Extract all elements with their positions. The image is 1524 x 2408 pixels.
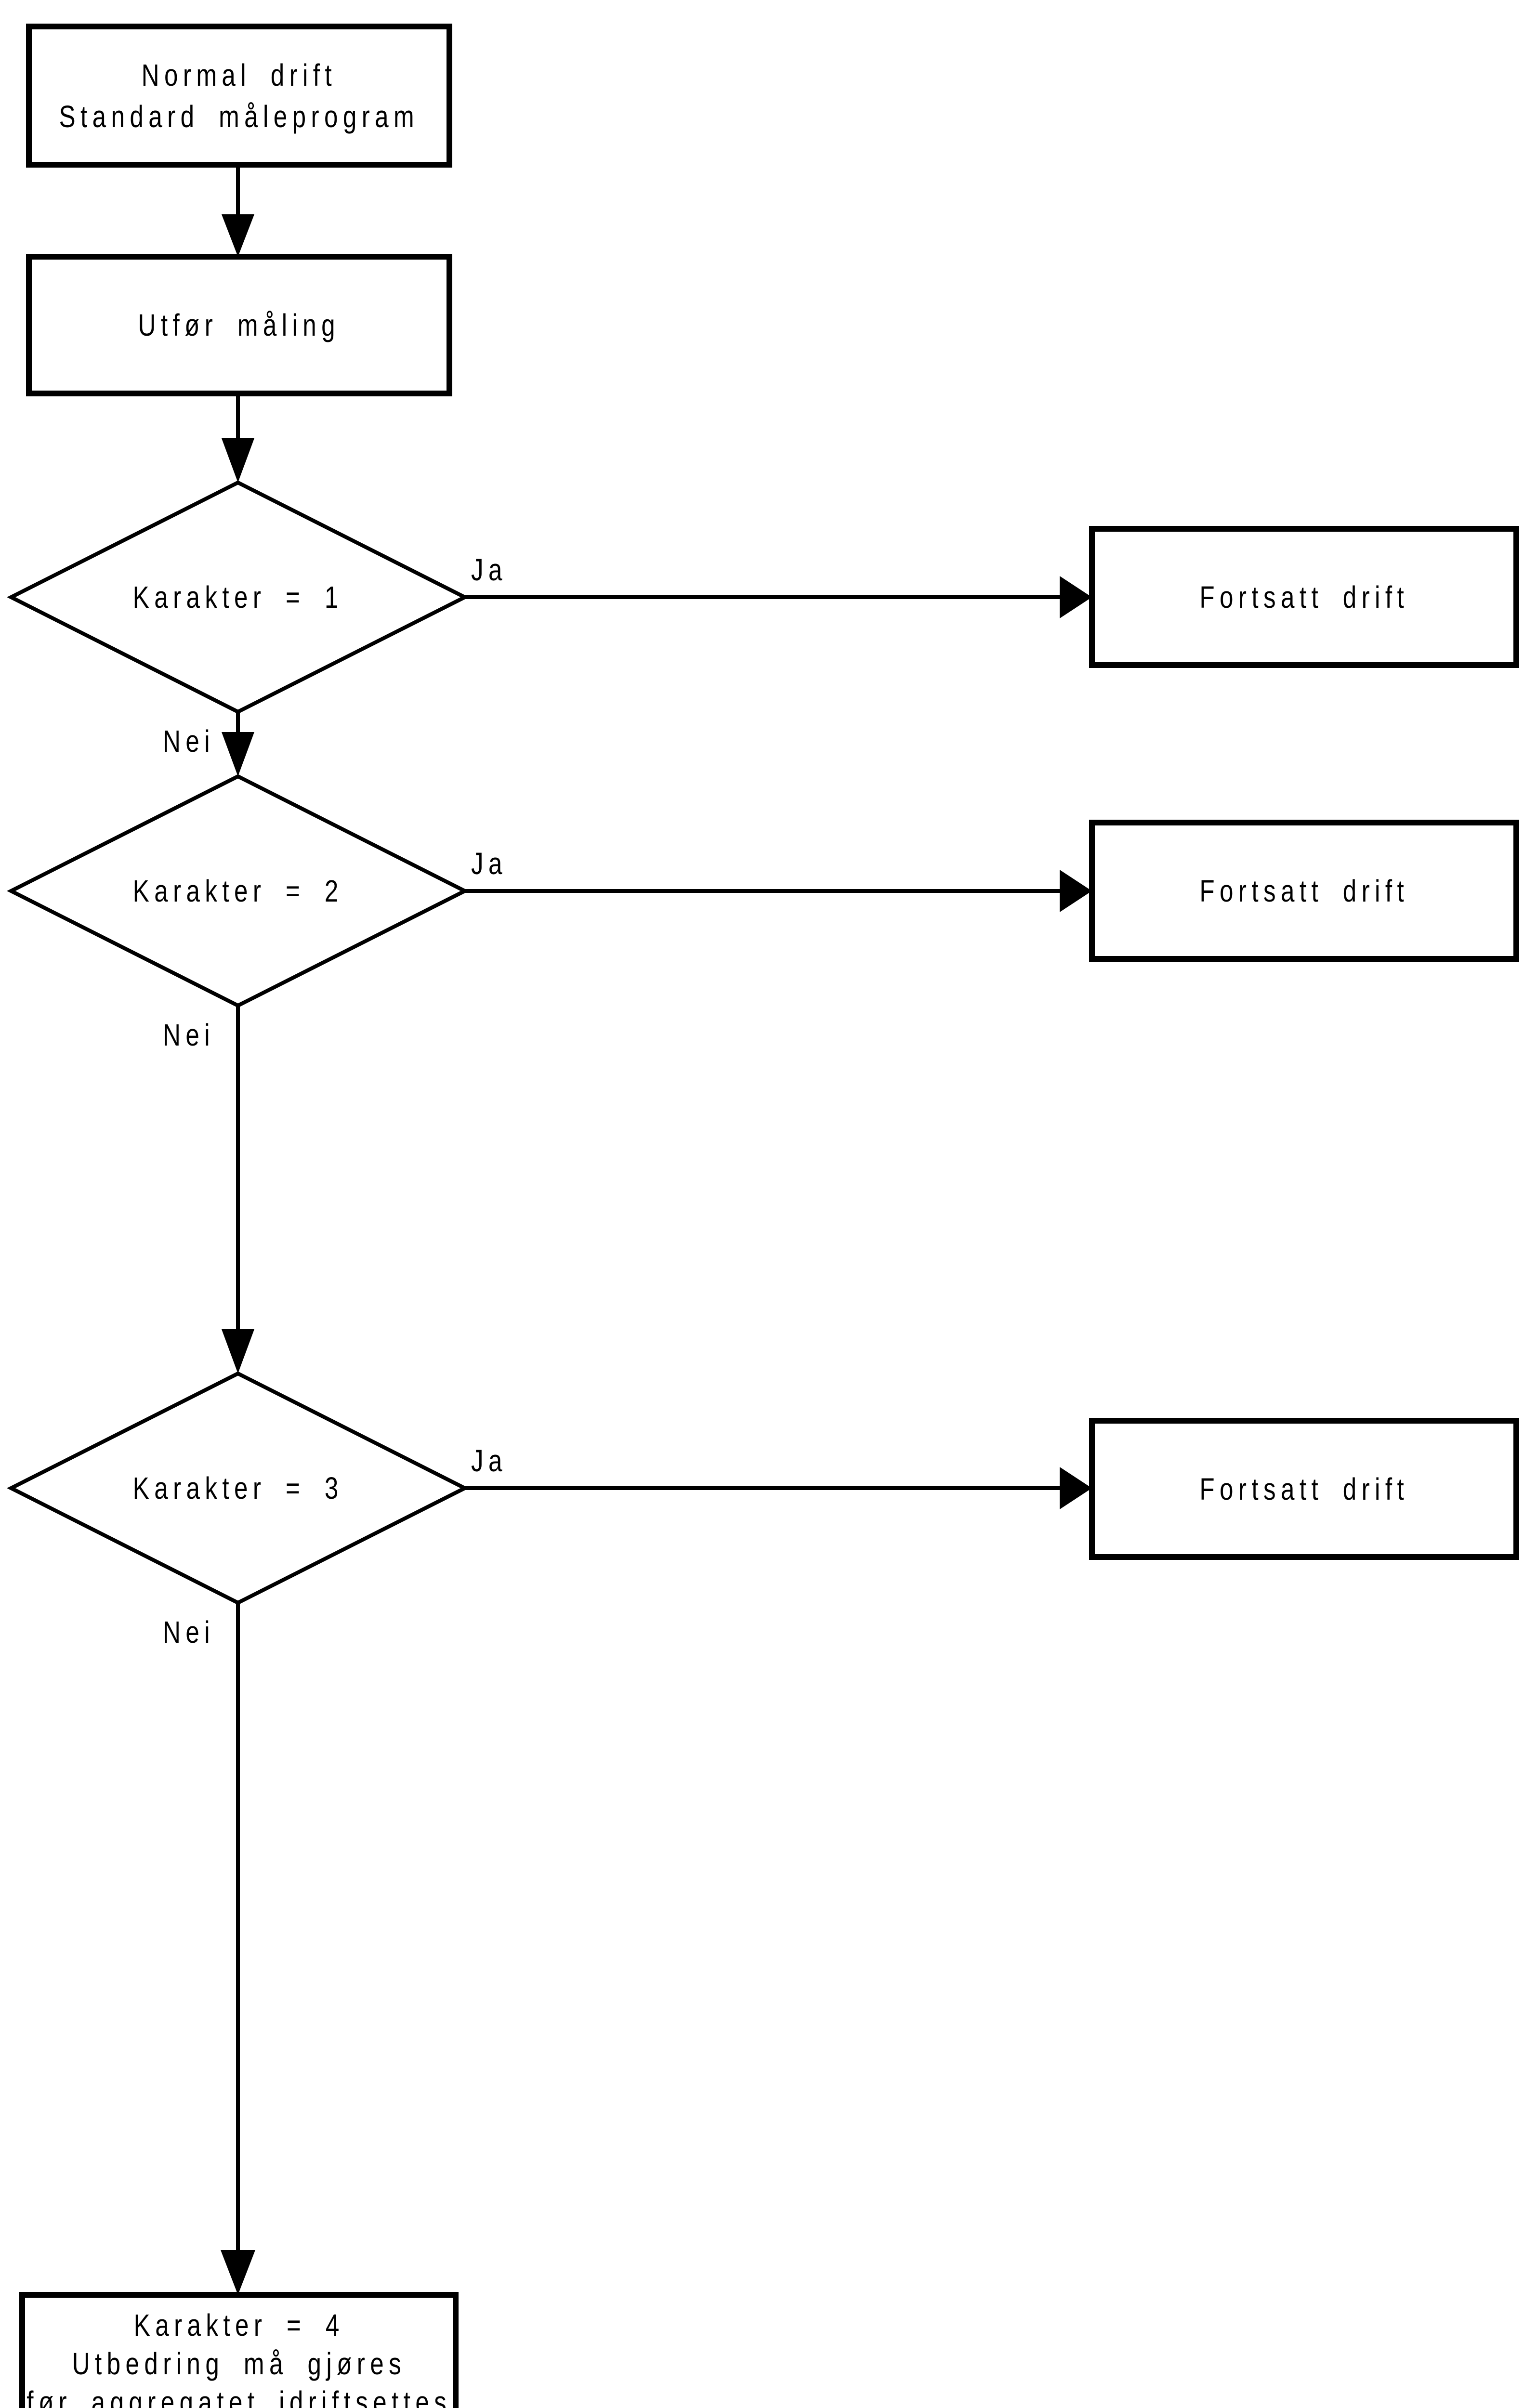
measure-box-shape <box>26 254 452 396</box>
decision1-diamond-shape <box>7 480 469 714</box>
arrowhead-measure-to-decision1 <box>222 438 254 483</box>
arrowhead-decision3-yes <box>1060 1467 1092 1509</box>
connector-lines <box>236 165 1062 2253</box>
arrowhead-decision3-to-end <box>221 2250 255 2295</box>
arrowhead-start-to-measure <box>222 214 254 257</box>
arrowhead-decision2-to-decision3 <box>222 1329 254 1374</box>
outcome1-box-shape <box>1089 526 1519 668</box>
node-shapes <box>7 24 1519 2408</box>
arrowheads <box>221 214 1092 2295</box>
end-box-shape <box>19 2292 459 2408</box>
arrowhead-decision2-yes <box>1060 870 1092 912</box>
arrowhead-decision1-to-decision2 <box>222 732 254 776</box>
decision2-diamond-shape <box>7 774 469 1008</box>
outcome2-box-shape <box>1089 820 1519 962</box>
arrowhead-decision1-yes <box>1060 576 1092 618</box>
decision3-diamond-shape <box>7 1371 469 1605</box>
outcome3-box-shape <box>1089 1418 1519 1560</box>
start-box-shape <box>26 24 452 168</box>
